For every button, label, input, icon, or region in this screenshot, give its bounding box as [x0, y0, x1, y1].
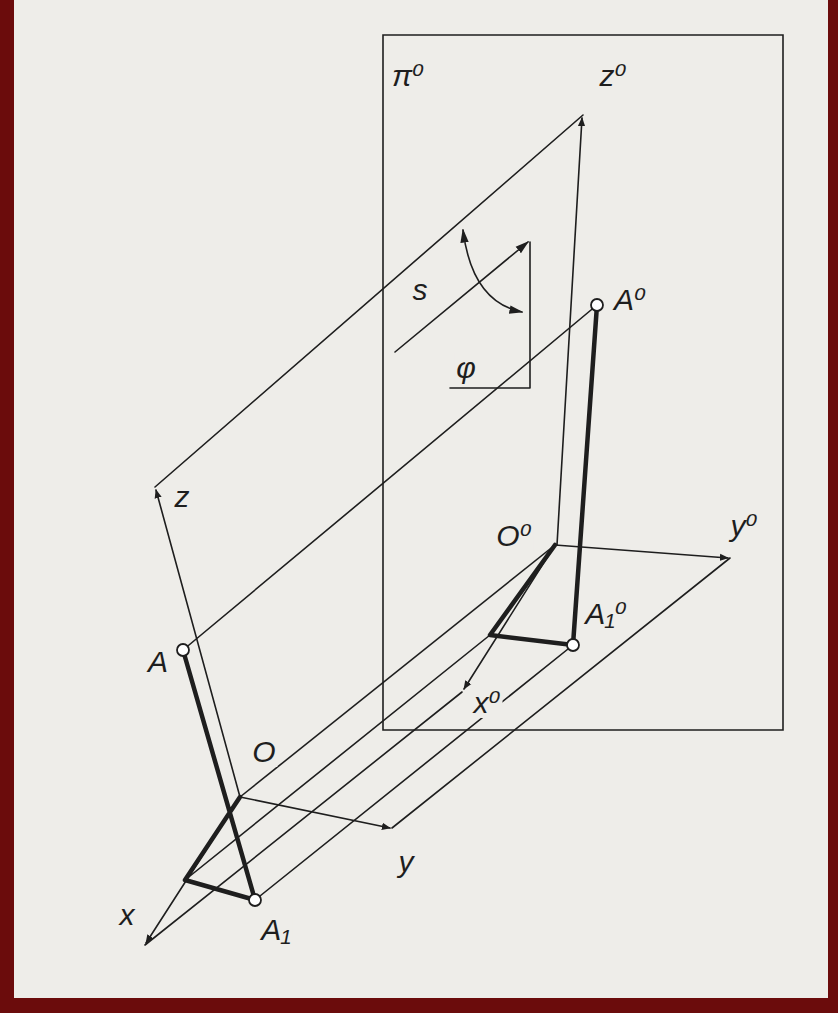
point-label: A⁰	[612, 285, 648, 315]
secondary-polyline	[490, 305, 597, 645]
point-marker	[591, 299, 603, 311]
z0-axis	[557, 118, 582, 545]
coordinate-polyline	[183, 650, 255, 900]
projecting-line	[185, 635, 490, 880]
point-label: y⁰	[728, 511, 759, 541]
point-marker	[177, 644, 189, 656]
point-marker	[567, 639, 579, 651]
point-label: π⁰	[390, 61, 426, 91]
page-ground	[14, 0, 828, 998]
point-label: φ	[454, 353, 478, 383]
point-label: y	[397, 847, 416, 877]
z-axis	[156, 490, 240, 797]
point-label: s	[411, 275, 430, 305]
point-label: x⁰	[471, 688, 502, 718]
projecting-line	[145, 692, 462, 945]
point-label: z⁰	[597, 61, 628, 91]
angle-arc	[463, 230, 522, 312]
point-label: A	[146, 647, 170, 677]
point-label: A₁⁰	[583, 599, 629, 629]
projecting-line	[183, 305, 597, 650]
picture-plane	[383, 35, 783, 730]
projecting-line	[392, 558, 730, 828]
point-label: x	[118, 900, 137, 930]
projecting-line	[255, 645, 573, 900]
y-axis	[240, 797, 390, 828]
point-marker	[249, 894, 261, 906]
direction-s	[395, 242, 528, 352]
point-label: A₁	[259, 915, 292, 945]
projecting-line	[240, 545, 555, 797]
point-label: O⁰	[494, 521, 533, 551]
projecting-line	[155, 115, 583, 487]
point-label: z	[173, 482, 192, 512]
point-label: O	[250, 737, 277, 767]
angle-leg	[450, 242, 530, 388]
